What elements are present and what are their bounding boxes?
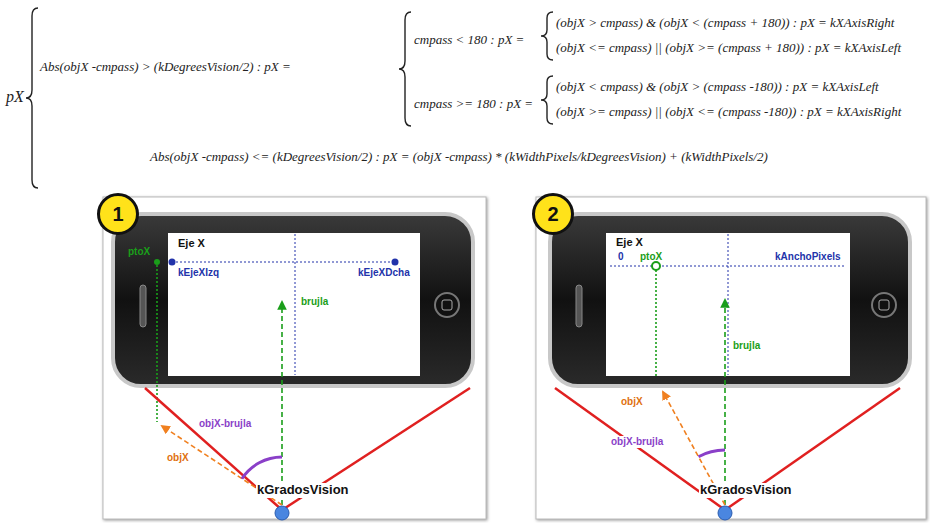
formula-case: cmpass >= 180 : pX = [414,97,533,112]
formula-case: cmpass < 180 : pX = [414,33,524,48]
formula-case: (objX > cmpass) & (objX < (cmpass + 180)… [556,16,894,31]
vision-geometry [145,234,470,520]
compass-label: brujla [732,340,761,352]
object-label: objX [620,396,644,408]
angle-label: objX-brujla [610,436,664,448]
callout-circle: 2 [532,193,574,235]
formula-case: (objX < cmpass) & (objX > (cmpass -180))… [556,80,879,95]
point-label: ptoX [640,251,662,263]
callout-circle: 1 [97,193,139,235]
point-label: ptoX [128,246,150,258]
axis-end-label: 0 [618,251,624,263]
vision-label: kGradosVision [256,483,350,498]
phone-drawing [113,214,473,386]
panel-frame [103,197,486,519]
object-label: objX [166,452,190,464]
axis-end-label: kAnchoPixels [775,251,841,263]
axis-end-label: kEjeXDcha [358,267,410,279]
callout-number: 2 [547,203,558,226]
vision-label: kGradosVision [699,483,793,498]
phone-drawing [550,214,910,386]
formula-case: (objX <= cmpass) || (objX >= (cmpass + 1… [556,41,901,56]
formula-case: (objX >= cmpass) || (objX <= (cmpass -18… [556,105,901,120]
angle-label: objX-brujla [198,418,252,430]
callout-number: 1 [112,203,123,226]
vision-geometry [555,234,900,520]
axis-title: Eje X [616,236,643,249]
axis-title: Eje X [178,237,205,250]
formula-variable: pX [6,88,24,106]
compass-label: brujla [300,296,329,308]
formula-case: Abs(objX -cmpass) <= (kDegreesVision/2) … [150,150,768,165]
panel-frame [536,197,926,519]
axis-end-label: kEjeXIzq [178,267,219,279]
formula-case: Abs(objX -cmpass) > (kDegreesVision/2) :… [40,60,291,75]
